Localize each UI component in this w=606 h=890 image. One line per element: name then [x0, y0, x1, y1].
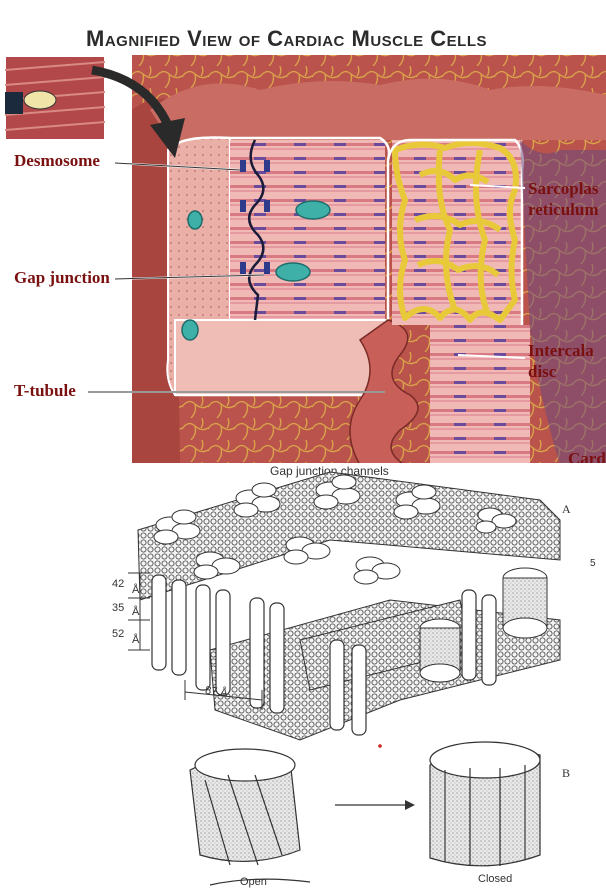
page-number: 5 [590, 558, 596, 569]
lower-figure-background [106, 463, 606, 890]
dim-42: 42 [112, 578, 124, 590]
label-sarcoplasmic-line1: Sarcoplas [528, 178, 599, 199]
label-sarcoplasmic-line2: reticulum [528, 199, 599, 220]
label-intercalated-line1: Intercala [528, 340, 594, 361]
dim-52: 52 [112, 628, 124, 640]
panel-a-label: A [562, 502, 571, 517]
dim-unit-3: Å [132, 634, 139, 646]
tissue-top-rim [150, 79, 606, 140]
panel-b-label: B [562, 766, 570, 781]
right-cell-face [392, 140, 522, 325]
gap-junction-title: Gap junction channels [270, 464, 389, 478]
far-right-cell [430, 325, 530, 465]
cell-lower-block [175, 320, 385, 395]
label-sarcoplasmic-reticulum: Sarcoplas reticulum [528, 178, 599, 220]
label-intercalated-disc: Intercala disc [528, 340, 594, 382]
label-intercalated-line2: disc [528, 361, 594, 382]
dim-unit-1: Å [132, 584, 139, 596]
label-open: Open [240, 876, 267, 888]
dim-35: 35 [112, 602, 124, 614]
dim-unit-2: Å [132, 606, 139, 618]
cardiac-muscle-illustration [0, 0, 606, 470]
inset-dark-patch [5, 92, 23, 114]
inset-nucleus [24, 91, 56, 109]
label-gap-junction: Gap junction [14, 268, 110, 288]
label-t-tubule: T-tubule [14, 381, 76, 401]
label-desmosome: Desmosome [14, 151, 100, 171]
label-closed: Closed [478, 873, 512, 885]
